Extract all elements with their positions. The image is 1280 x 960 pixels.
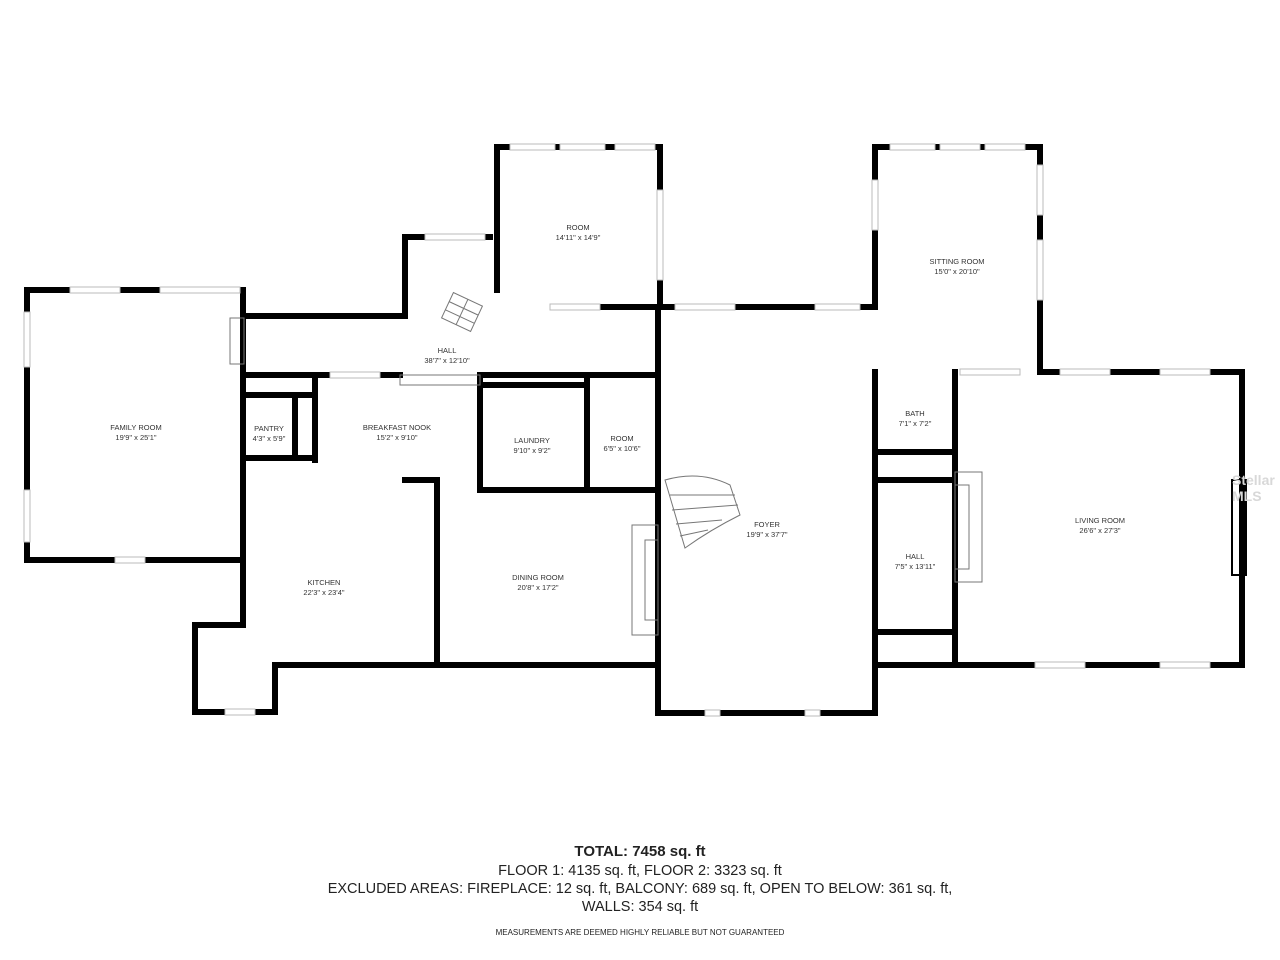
room-name: KITCHEN bbox=[307, 578, 341, 587]
room-size: 26'6" x 27'3" bbox=[1079, 526, 1121, 535]
room-size: 7'5" x 13'11" bbox=[894, 562, 936, 571]
room-name: ROOM bbox=[566, 223, 590, 232]
floor-areas: FLOOR 1: 4135 sq. ft, FLOOR 2: 3323 sq. … bbox=[498, 863, 782, 879]
stairs-icon bbox=[440, 291, 484, 333]
disclaimer: MEASUREMENTS ARE DEEMED HIGHLY RELIABLE … bbox=[495, 928, 785, 937]
room-size: 14'11" x 14'9" bbox=[555, 233, 601, 242]
room-size: 15'2" x 9'10" bbox=[376, 433, 418, 442]
room-name: LIVING ROOM bbox=[1074, 516, 1126, 525]
room-size: 6'5" x 10'6" bbox=[603, 444, 641, 453]
room-size: 15'0" x 20'10" bbox=[934, 267, 980, 276]
windows bbox=[23, 143, 1211, 717]
room-name: HALL bbox=[437, 346, 457, 355]
room-size: 4'3" x 5'9" bbox=[252, 434, 286, 443]
room-size: 20'8" x 17'2" bbox=[517, 583, 559, 592]
room-name: BATH bbox=[905, 409, 925, 418]
room-size: 38'7" x 12'10" bbox=[424, 356, 470, 365]
room-name: SITTING ROOM bbox=[929, 257, 985, 266]
room-name: LAUNDRY bbox=[514, 436, 550, 445]
spiral-stairs-icon bbox=[664, 475, 741, 549]
walls-area: WALLS: 354 sq. ft bbox=[581, 899, 699, 915]
room-name: FAMILY ROOM bbox=[110, 423, 162, 432]
room-name: BREAKFAST NOOK bbox=[362, 423, 432, 432]
room-size: 19'9" x 37'7" bbox=[746, 530, 788, 539]
room-size: 9'10" x 9'2" bbox=[513, 446, 551, 455]
room-name: FOYER bbox=[754, 520, 780, 529]
excluded-areas: EXCLUDED AREAS: FIREPLACE: 12 sq. ft, BA… bbox=[327, 881, 953, 897]
room-name: DINING ROOM bbox=[512, 573, 564, 582]
walls bbox=[24, 144, 1245, 716]
total-area: TOTAL: 7458 sq. ft bbox=[574, 843, 706, 860]
room-size: 22'3" x 23'4" bbox=[303, 588, 345, 597]
room-name: ROOM bbox=[610, 434, 634, 443]
room-size: 19'9" x 25'1" bbox=[115, 433, 157, 442]
fixtures bbox=[229, 291, 1247, 636]
watermark: Stellar MLS bbox=[1232, 472, 1275, 504]
room-size: 7'1" x 7'2" bbox=[898, 419, 932, 428]
room-name: PANTRY bbox=[254, 424, 284, 433]
room-name: HALL bbox=[905, 552, 925, 561]
